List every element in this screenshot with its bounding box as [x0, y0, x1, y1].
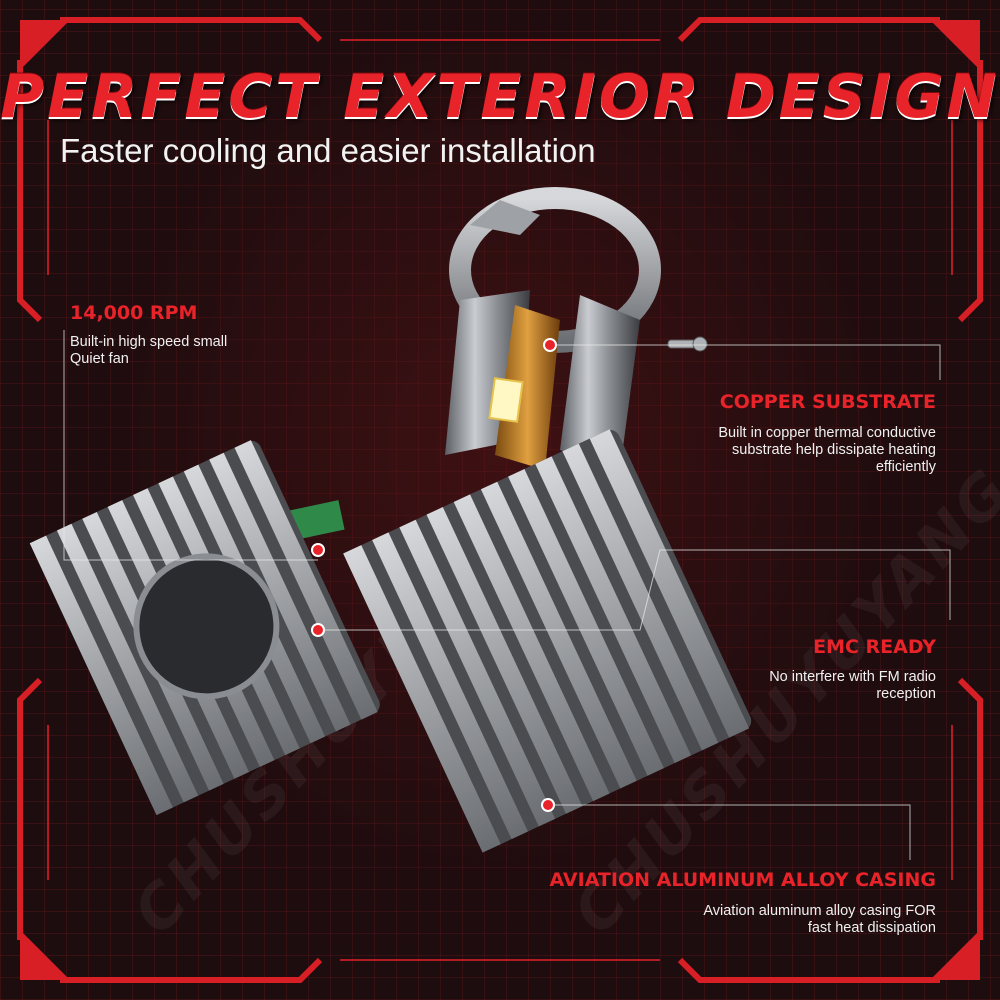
feature-body: Built-in high speed small Quiet fan	[70, 334, 228, 367]
callout-dot	[313, 625, 323, 635]
feature-title: 14,000 RPM	[70, 302, 198, 324]
feature-body: Aviation aluminum alloy casing FOR fast …	[703, 903, 936, 936]
feature-emc-ready: EMC READY No interfere with FM radio rec…	[769, 636, 936, 703]
page-subtitle: Faster cooling and easier installation	[60, 132, 596, 169]
callout-dot	[313, 545, 323, 555]
feature-title: AVIATION ALUMINUM ALLOY CASING	[549, 869, 937, 891]
feature-body: Built in copper thermal conductive subst…	[718, 425, 936, 475]
feature-aluminum-casing: AVIATION ALUMINUM ALLOY CASING Aviation …	[550, 869, 937, 937]
feature-copper-substrate: COPPER SUBSTRATE Built in copper thermal…	[718, 391, 936, 476]
feature-title: EMC READY	[813, 636, 936, 658]
feature-body: No interfere with FM radio reception	[769, 669, 936, 702]
callout-dot	[545, 340, 555, 350]
callout-dot	[543, 800, 553, 810]
page-title: PERFECT EXTERIOR DESIGN	[0, 62, 1000, 132]
feature-title: COPPER SUBSTRATE	[719, 391, 936, 413]
feature-fan: 14,000 RPM Built-in high speed small Qui…	[70, 302, 227, 368]
